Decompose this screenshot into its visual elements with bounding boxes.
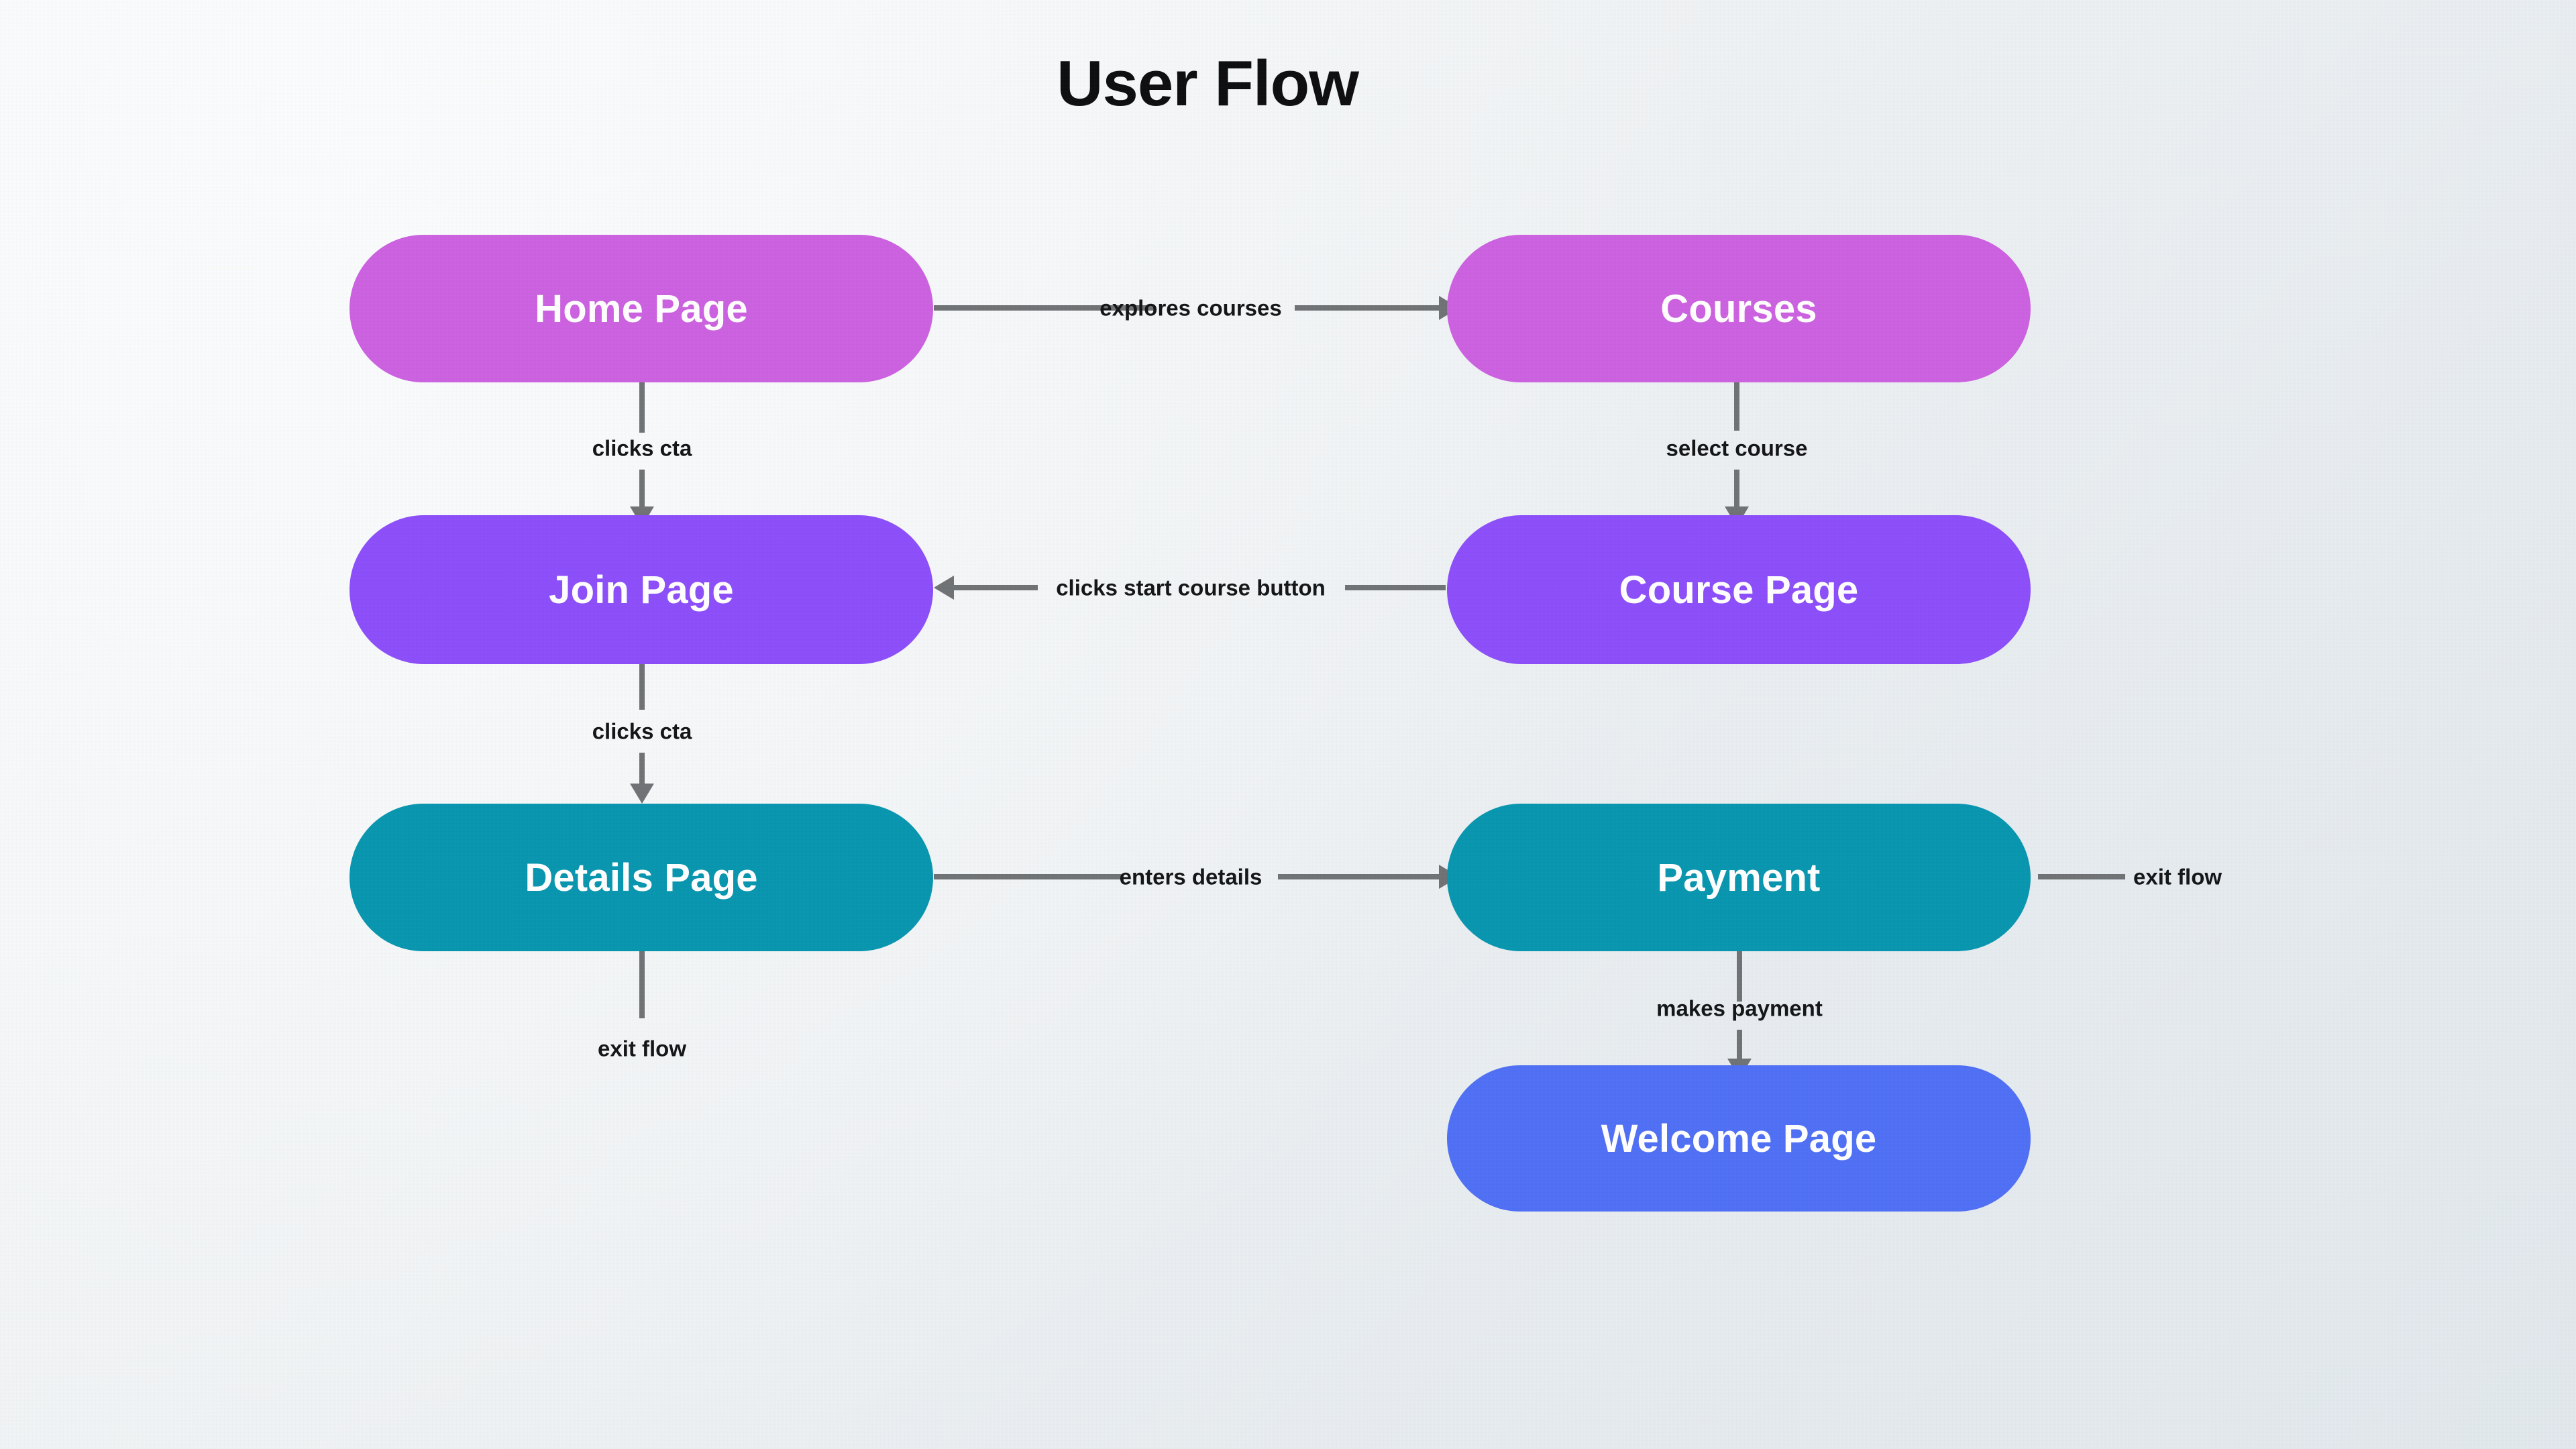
node-label-course-page: Course Page [1619, 568, 1859, 612]
arrow-head-join-to-details-icon [630, 784, 654, 804]
node-label-details-page: Details Page [525, 855, 758, 900]
node-label-courses: Courses [1660, 286, 1817, 331]
node-label-payment: Payment [1657, 855, 1821, 900]
node-label-home-page: Home Page [535, 286, 748, 331]
edge-label-join-to-details: clicks cta [592, 718, 692, 744]
edge-line-course-page-to-join-left [954, 585, 1038, 590]
edge-label-details-to-payment: enters details [1119, 864, 1263, 890]
node-label-join-page: Join Page [549, 568, 734, 612]
page-title: User Flow [1057, 48, 1359, 119]
edge-label-home-to-courses: explores courses [1099, 295, 1282, 321]
node-join-page[interactable]: Join Page [350, 515, 933, 664]
edge-line-payment-exit [2038, 874, 2125, 879]
edge-line-payment-to-welcome-bottom [1737, 1030, 1742, 1065]
edge-line-courses-to-course-page-bottom [1734, 470, 1739, 515]
node-payment[interactable]: Payment [1447, 804, 2031, 951]
node-courses[interactable]: Courses [1447, 235, 2031, 382]
edge-line-join-to-details-bottom [639, 753, 645, 792]
edge-line-home-to-courses-right [1295, 305, 1439, 311]
node-welcome-page[interactable]: Welcome Page [1447, 1065, 2031, 1212]
node-course-page[interactable]: Course Page [1447, 515, 2031, 664]
edge-label-home-to-join: clicks cta [592, 435, 692, 461]
edge-line-payment-to-welcome-top [1737, 951, 1742, 1002]
edge-line-courses-to-course-page-top [1734, 382, 1739, 431]
node-details-page[interactable]: Details Page [350, 804, 933, 951]
edge-line-home-to-join-top [639, 382, 645, 433]
edge-label-courses-to-course-page: select course [1666, 435, 1808, 461]
edge-line-details-to-payment-right [1278, 874, 1439, 879]
edge-line-course-page-to-join-right [1345, 585, 1446, 590]
edge-label-details-exit: exit flow [597, 1036, 687, 1061]
edge-line-details-to-payment-left [934, 874, 1122, 879]
node-home-page[interactable]: Home Page [350, 235, 933, 382]
edge-label-course-page-to-join: clicks start course button [1056, 575, 1326, 600]
node-label-welcome-page: Welcome Page [1601, 1116, 1877, 1161]
edge-line-details-exit [639, 951, 645, 1018]
edge-line-home-to-join-bottom [639, 470, 645, 515]
arrow-head-course-page-to-join-icon [934, 576, 954, 600]
edge-label-payment-exit: exit flow [2133, 864, 2222, 890]
edge-line-home-to-courses-left [934, 305, 1155, 311]
edge-line-join-to-details-top [639, 664, 645, 710]
edge-label-payment-to-welcome: makes payment [1656, 996, 1823, 1021]
